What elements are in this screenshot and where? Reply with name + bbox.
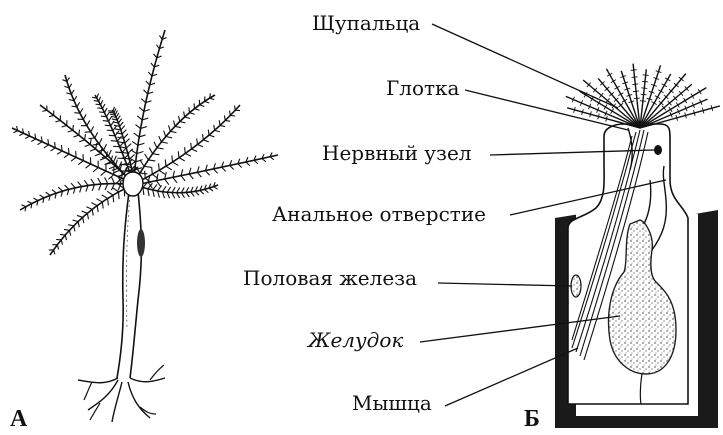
tentacle-ray	[579, 91, 640, 128]
tentacle-ray	[640, 106, 720, 128]
label-nerve-ganglion: Нервный узел	[322, 141, 472, 165]
leader-tentacles	[432, 24, 618, 108]
tentacle-crown-b	[566, 64, 720, 128]
label-muscle: Мышца	[352, 391, 432, 415]
arm-3	[128, 30, 166, 178]
leader-pharynx	[465, 90, 628, 130]
arm-10	[140, 152, 278, 188]
labels: Щупальца Глотка Нервный узел Анальное от…	[10, 11, 540, 432]
leader-gonad	[438, 283, 572, 286]
label-tentacles: Щупальца	[312, 11, 420, 35]
gonad-organ	[571, 275, 581, 297]
animal-whole-drawing	[12, 30, 278, 422]
arm-6	[12, 126, 130, 183]
roots	[78, 365, 165, 422]
tentacle-crown-a	[12, 30, 278, 255]
label-gonad: Половая железа	[243, 266, 417, 290]
tentacle-ray	[598, 78, 640, 128]
nerve-ganglion-dot	[654, 145, 662, 155]
tentacle-ray	[640, 88, 706, 128]
panel-label-b: Б	[524, 406, 540, 432]
label-stomach: Желудок	[306, 328, 403, 352]
panel-label-a: А	[10, 406, 28, 432]
label-pharynx: Глотка	[386, 76, 460, 100]
label-anus: Анальное отверстие	[272, 202, 486, 226]
tentacle-ray	[640, 99, 708, 128]
